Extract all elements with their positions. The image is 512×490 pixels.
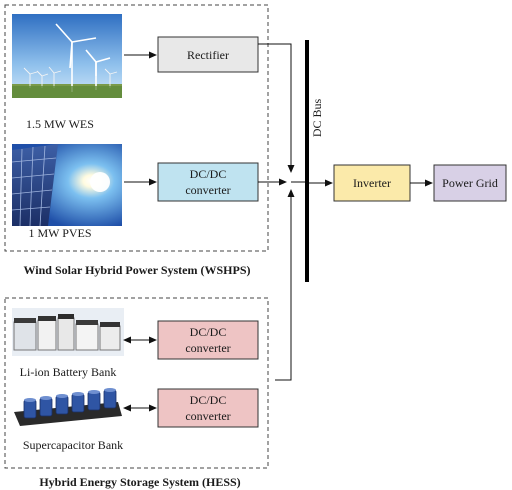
dcdc-supercap-block: DC/DC converter — [157, 388, 259, 428]
dcdc-pv-label-2: converter — [185, 183, 230, 197]
power-grid-label: Power Grid — [442, 176, 498, 190]
wind-source-label: 1.5 MW WES — [26, 117, 94, 131]
dcdc-supercap-label-2: converter — [185, 409, 230, 423]
battery-bank-image — [12, 308, 124, 356]
rectifier-to-bus-connector — [258, 43, 295, 173]
rectifier-label: Rectifier — [187, 48, 229, 62]
inverter-label: Inverter — [353, 176, 391, 190]
dcdc-battery-label-2: converter — [185, 341, 230, 355]
dcdc-pv-label-1: DC/DC — [190, 167, 227, 181]
hess-group-box — [4, 297, 269, 469]
dcdc-pv-block: DC/DC converter — [157, 162, 259, 202]
supercapacitor-bank-image — [14, 388, 122, 426]
pv-source-label: 1 MW PVES — [28, 226, 91, 240]
dcdc-battery-block: DC/DC converter — [157, 320, 259, 360]
rectifier-block: Rectifier — [157, 36, 259, 73]
hess-group-title: Hybrid Energy Storage System (HESS) — [39, 475, 240, 489]
inverter-block: Inverter — [333, 164, 411, 202]
power-grid-block: Power Grid — [433, 164, 507, 202]
wshps-group-title: Wind Solar Hybrid Power System (WSHPS) — [23, 263, 250, 277]
wind-farm-image — [12, 14, 122, 98]
dcdc-battery-label-1: DC/DC — [190, 325, 227, 339]
pv-panel-image — [11, 144, 122, 227]
dcdc-supercap-label-1: DC/DC — [190, 393, 227, 407]
battery-source-label: Li-ion Battery Bank — [20, 365, 117, 379]
dc-bus-label: DC Bus — [310, 98, 324, 137]
wshps-group-box — [4, 4, 269, 252]
storage-to-bus-connector — [275, 189, 295, 381]
supercapacitor-source-label: Supercapacitor Bank — [23, 438, 123, 452]
